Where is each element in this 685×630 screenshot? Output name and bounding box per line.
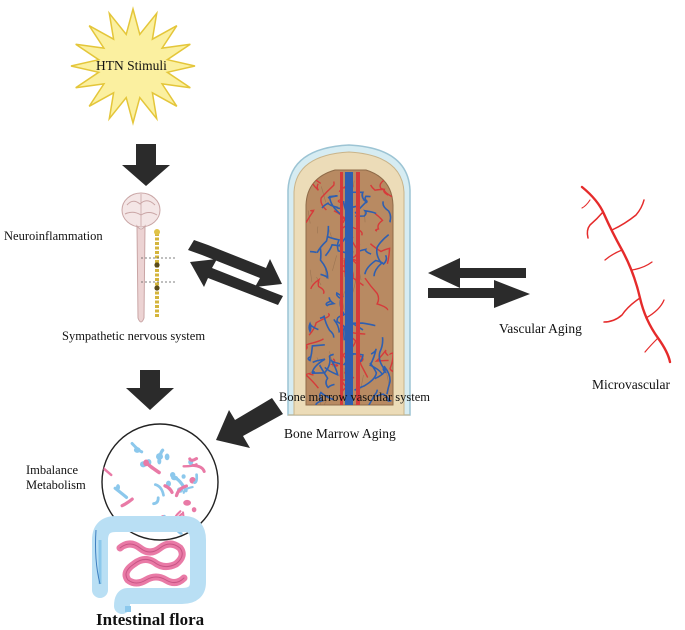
htn-stimuli-star (70, 6, 196, 126)
bone-marrow-cylinder-icon (287, 144, 411, 416)
label-intestinal-flora: Intestinal flora (96, 610, 205, 629)
arrow-nerve-to-gut (126, 370, 174, 410)
label-bone-marrow-vascular-system: Bone marrow vascular system (279, 390, 431, 404)
arrow-nerve-bone-marrow (188, 240, 283, 305)
brain-spinal-cord-icon (121, 192, 176, 323)
intestine-icon (92, 516, 206, 614)
label-htn-stimuli: HTN Stimuli (96, 58, 167, 73)
arrow-bone-marrow-vascular (428, 258, 530, 308)
label-imbalance: Imbalance (26, 463, 79, 477)
label-neuroinflammation: Neuroinflammation (4, 229, 103, 243)
label-vascular-aging: Vascular Aging (499, 321, 582, 336)
microvascular-tree-icon (580, 185, 672, 364)
arrow-bone-marrow-to-gut (216, 398, 283, 448)
label-sympathetic-nervous-system: Sympathetic nervous system (62, 329, 206, 343)
label-microvascular: Microvascular (592, 377, 670, 392)
label-bone-marrow-aging: Bone Marrow Aging (284, 426, 396, 441)
label-metabolism: Metabolism (26, 478, 86, 492)
arrow-stimuli-to-nerve (122, 144, 170, 186)
